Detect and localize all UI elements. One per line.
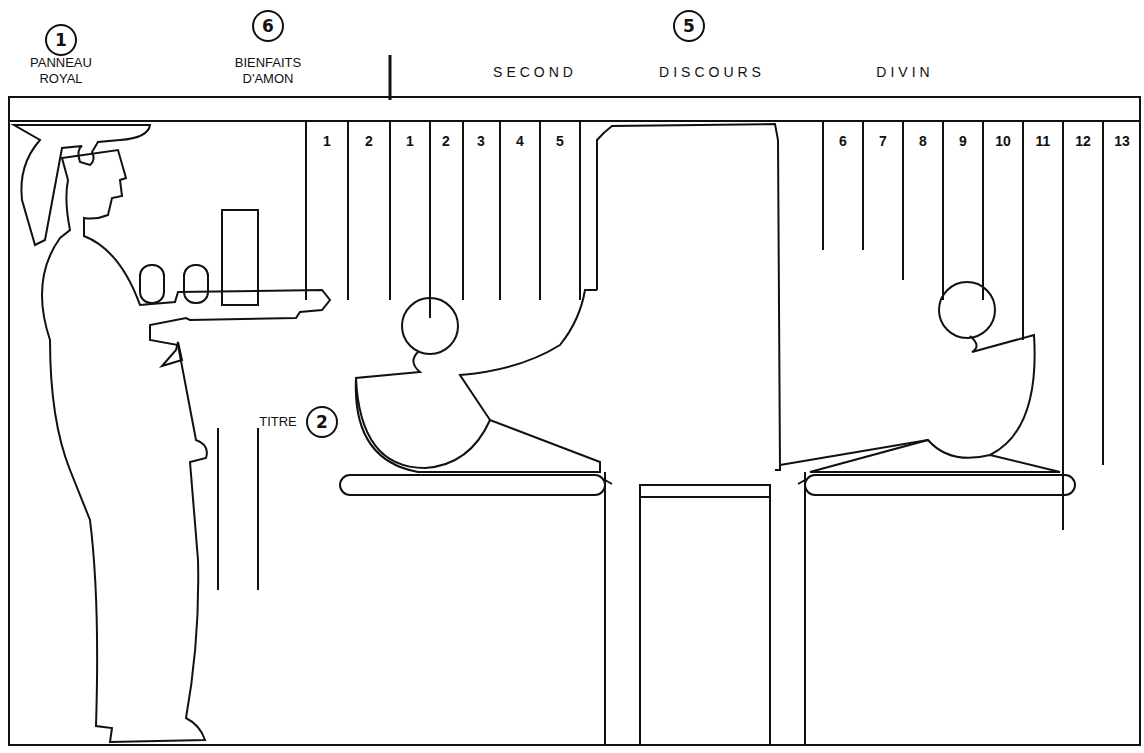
callout-circle: 2: [306, 406, 338, 438]
column-number: 4: [515, 133, 525, 149]
column-number: 1: [405, 133, 415, 149]
censer-arm: [162, 342, 182, 366]
sacred-bark-right: [780, 282, 1060, 472]
column-number: 8: [918, 133, 928, 149]
column-number: 13: [1113, 133, 1131, 149]
column-number: 2: [364, 133, 374, 149]
section-title: DIVIN: [876, 64, 933, 80]
callout-number: 1: [55, 30, 67, 50]
section-title: DISCOURS: [659, 64, 765, 80]
column-number: 12: [1074, 133, 1092, 149]
column-number: 3: [476, 133, 486, 149]
column-number: 2: [441, 133, 451, 149]
wall-frame: [9, 97, 1140, 745]
column-number: 11: [1035, 133, 1052, 149]
falcon: [14, 125, 150, 245]
callout-circle: 1: [45, 24, 77, 56]
section-title: PANNEAU ROYAL: [21, 55, 101, 87]
callout-circle: 6: [252, 10, 284, 42]
callout-number: 6: [262, 16, 274, 36]
column-number: 5: [555, 133, 565, 149]
ceiling-band: [9, 120, 1140, 122]
column-number: 1: [322, 133, 332, 149]
title-label: TITRE: [259, 414, 297, 430]
column-number: 9: [958, 133, 968, 149]
column-number: 10: [994, 133, 1012, 149]
column-number: 6: [838, 133, 848, 149]
column-number: 7: [878, 133, 888, 149]
text-columns: [218, 121, 1103, 590]
section-title: SECOND: [493, 64, 577, 80]
king-figure: [42, 150, 330, 742]
sacred-bark-left: [356, 290, 600, 472]
callout-number: 2: [316, 412, 328, 432]
bark-stands: [340, 475, 1075, 497]
section-title: BIENFAITS D'AMON: [223, 55, 313, 87]
callout-number: 5: [683, 16, 695, 36]
header-divider: [389, 55, 392, 100]
callout-circle: 5: [673, 10, 705, 42]
central-shrine: [597, 124, 805, 745]
